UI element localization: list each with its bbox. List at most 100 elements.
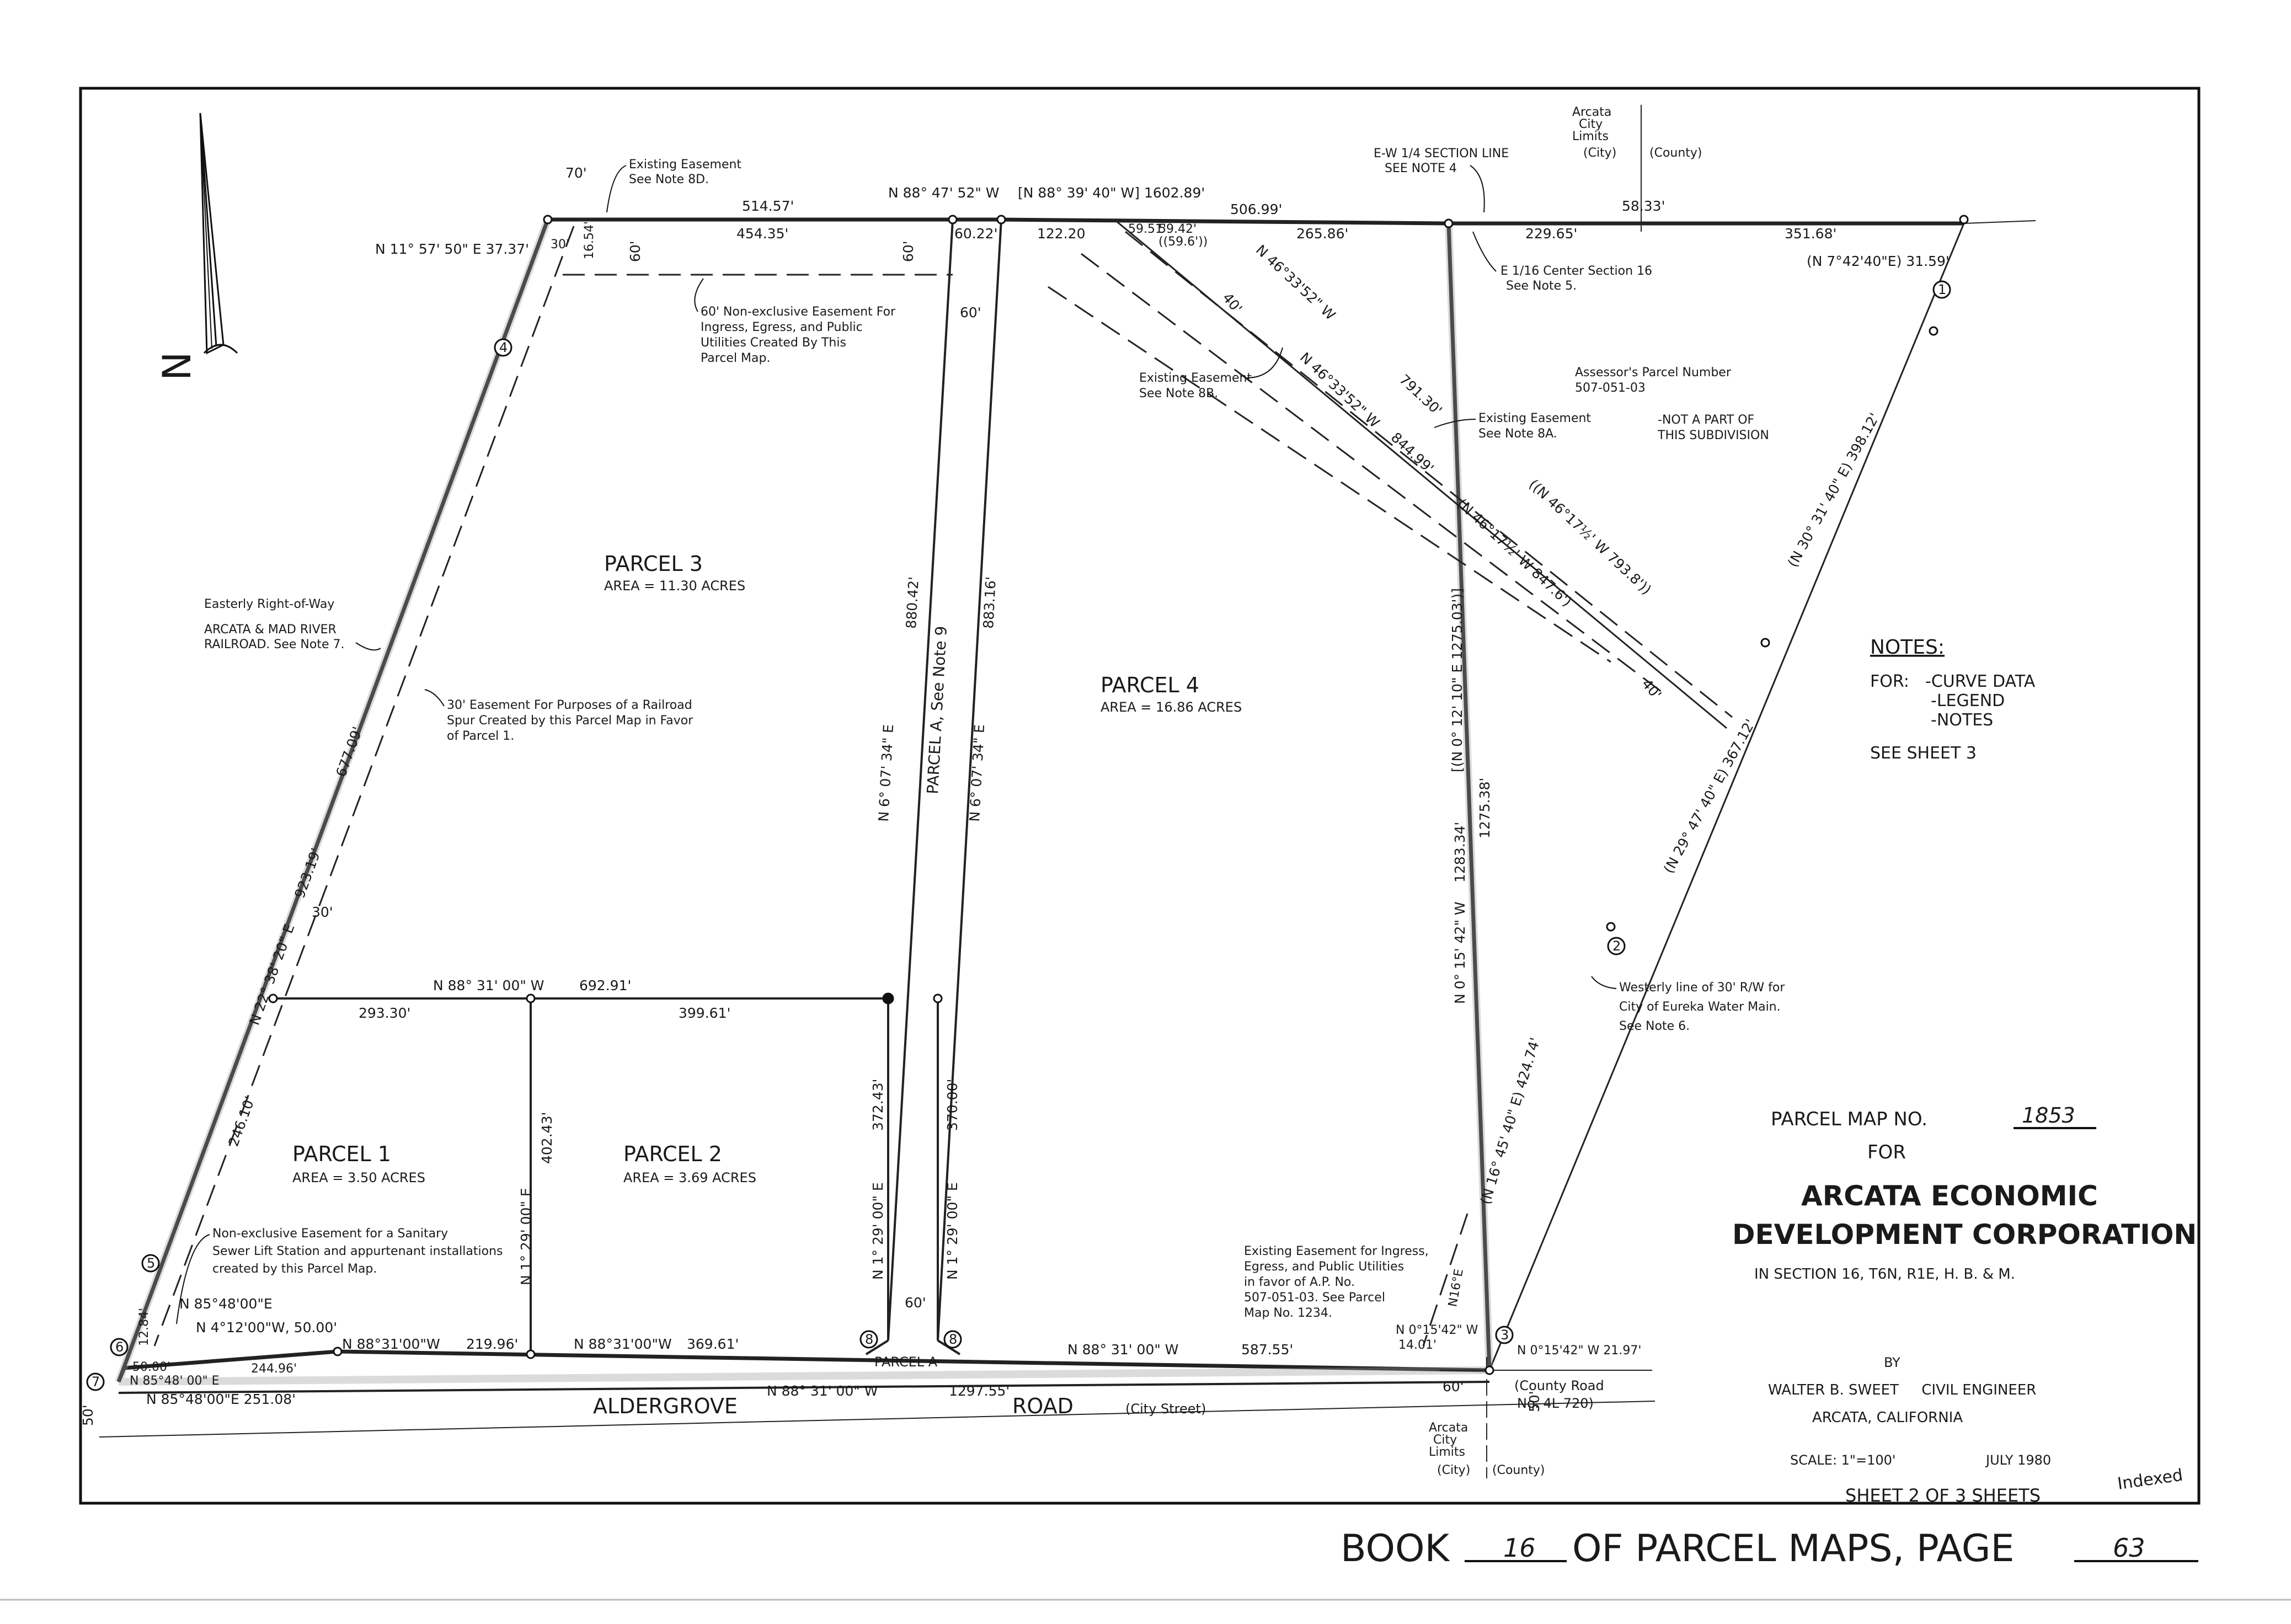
dimensions-s-main: N 88° 31' 00" W (767, 1383, 878, 1399)
parcel-2-area: AREA = 3.69 ACRES (623, 1170, 756, 1185)
annotations-easement-ingress-0: Existing Easement for Ingress, (1244, 1244, 1429, 1258)
dimensions-s-bearing2: N 88°31'00"W (574, 1336, 672, 1352)
title-block: PARCEL MAP NO. 1853 FOR ARCATA ECONOMIC … (1732, 1103, 2197, 1506)
annotations-rr-row-2: RAILROAD. See Note 7. (204, 638, 344, 651)
notes-items-2: -NOTES (1931, 710, 1993, 730)
annotation-water-main: Westerly line of 30' R/W for City of Eur… (1591, 976, 1785, 1033)
dimensions-top-26586: 265.86' (1296, 226, 1348, 242)
annotations-rr-row-0: Easterly Right-of-Way (204, 597, 334, 611)
north-arrow: N (154, 113, 238, 381)
dimensions-pa-bearing1: N 6° 07' 34" E (875, 724, 896, 822)
dimensions-d-60c: 60' (960, 304, 981, 320)
county-road: (County Road (1514, 1378, 1604, 1393)
dimensions-pa-bearing2: N 6° 07' 34" E (966, 724, 987, 822)
title-block-section: IN SECTION 16, T6N, R1E, H. B. & M. (1754, 1266, 2015, 1283)
annotations-assessor-2: -NOT A PART OF (1658, 413, 1754, 427)
title-block-by: BY (1884, 1355, 1900, 1370)
annotations-easement-8b-0: Existing Easement (1139, 371, 1252, 385)
dimensions-ne-367: (N 29° 47' 40" E) 367.12' (1660, 717, 1759, 876)
book-line: BOOK 16 OF PARCEL MAPS, PAGE 63 (1341, 1527, 2198, 1570)
annotations-assessor-0: Assessor's Parcel Number (1575, 366, 1732, 380)
interior-lines (99, 219, 2036, 1438)
points-4: 5 (147, 1256, 155, 1271)
title-block-org2: DEVELOPMENT CORPORATION (1732, 1219, 2197, 1251)
dimensions-p2-bearing: N 1° 29' 00" E (518, 1188, 534, 1285)
dimensions-d-60d: 60' (905, 1295, 926, 1311)
dimensions-diag1: N 46°33'52" W (1253, 242, 1339, 323)
annotation-easement-8d: Existing Easement See Note 8D. (606, 158, 741, 213)
annotations-rr-spur-0: 30' Easement For Purposes of a Railroad (447, 698, 692, 712)
dimensions-pa-b4: N 1° 29' 00" E (944, 1182, 960, 1280)
annotations-assessor-1: 507-051-03 (1575, 381, 1646, 395)
title-block-scale: SCALE: 1"=100' (1790, 1452, 1895, 1468)
map-number: 1853 (2022, 1103, 2075, 1128)
dimensions-se-60: 60' (1443, 1379, 1464, 1395)
county-road-no: No. 4L 720) (1517, 1396, 1594, 1411)
map-border (79, 87, 2201, 1505)
annotations-section-line-1: SEE NOTE 4 (1385, 162, 1457, 175)
north-letter: N (154, 352, 200, 381)
parcel-3-label: PARCEL 3 (604, 552, 703, 576)
dimensions-sw-1284: 12.84' (137, 1308, 151, 1346)
dimensions-east-1283: 1283.34' (1452, 822, 1468, 883)
points-0: 1 (1938, 282, 1946, 297)
dimensions-pa-883: 883.16' (980, 576, 999, 629)
notes-for: FOR: (1870, 672, 1909, 691)
annotations-easement-8b-1: See Note 8B. (1139, 387, 1218, 400)
point-5: 5 (141, 1254, 160, 1273)
page-number: 63 (2113, 1533, 2145, 1563)
road-name-2: ROAD (1012, 1394, 1074, 1418)
dimensions-mid-692: 692.91' (579, 977, 631, 993)
annotations-assessor-3: THIS SUBDIVISION (1657, 429, 1769, 442)
dimensions-s-1401: 14.01' (1398, 1338, 1436, 1352)
road-type: (City Street) (1125, 1401, 1206, 1417)
indexed-stamp: Indexed (2116, 1466, 2184, 1494)
dimensions-s-bearing1: N 88°31'00"W (342, 1336, 440, 1352)
parcel-3-area: AREA = 11.30 ACRES (604, 578, 745, 594)
dimensions-top-22965: 229.65' (1525, 226, 1577, 242)
annotations-easement-ingress-2: in favor of A.P. No. (1244, 1275, 1355, 1289)
points-3: 4 (499, 340, 508, 355)
point-8a: 8 (859, 1330, 878, 1349)
dimensions-west-bearing: N 22° 38' 20" E (246, 922, 297, 1027)
dimensions-d-60b: 60' (900, 241, 916, 262)
point-8b: 8 (943, 1330, 962, 1349)
dimensions-s-se-bearing: N 0°15'42" W 21.97' (1517, 1344, 1641, 1358)
annotations-easement-ingress-3: 507-051-03. See Parcel (1244, 1291, 1385, 1305)
point-numbers: 1 2 3 4 5 6 7 8 8 (86, 280, 1951, 1391)
annotations-city-limits-bottom-4: (County) (1492, 1463, 1545, 1477)
notes-items-0: -CURVE DATA (1925, 672, 2036, 691)
dimensions-top-12220: 122.20 (1037, 226, 1085, 242)
annotations-city-limits-bottom-1: City (1433, 1433, 1457, 1447)
dimensions-nw-bearing: N 11° 57' 50" E 37.37' (375, 241, 529, 257)
dimensions-top-506: 506.99' (1230, 201, 1282, 217)
points-2: 3 (1500, 1327, 1509, 1343)
annotations-sewer-0: Non-exclusive Easement for a Sanitary (212, 1227, 448, 1241)
diagonal-record-line (1114, 218, 1727, 729)
book-line-book: BOOK (1341, 1527, 1451, 1570)
easement-lines (153, 226, 1733, 1347)
dimensions-top-454: 454.35' (736, 226, 788, 242)
dimensions-se-50: 50' (1526, 1391, 1542, 1412)
points-1: 2 (1612, 938, 1621, 954)
title-block-city: ARCATA, CALIFORNIA (1812, 1409, 1963, 1426)
road-name: ALDERGROVE (593, 1394, 738, 1418)
dimensions-top-70: 70' (565, 165, 587, 181)
dimensions-top-5960: ((59.6')) (1158, 235, 1208, 249)
parcel-2-label: PARCEL 2 (623, 1142, 722, 1166)
title-block-sheet: SHEET 2 OF 3 SHEETS (1845, 1485, 2041, 1506)
annotations-nonex-easement-2: Utilities Created By This (701, 336, 846, 350)
dimensions-s-587: 587.55' (1241, 1342, 1293, 1358)
annotations-sewer-2: created by this Parcel Map. (212, 1262, 377, 1276)
dimensions-top-5951: 59.51' (1128, 222, 1166, 236)
parcel-a-south-label: PARCEL A (874, 1354, 938, 1370)
dimensions-pa-b3: N 1° 29' 00" E (870, 1182, 886, 1280)
annotations-easement-8a-1: See Note 8A. (1478, 427, 1557, 441)
parcel-4-area: AREA = 16.86 ACRES (1101, 699, 1242, 715)
annotations-rr-spur-2: of Parcel 1. (447, 729, 514, 743)
dimensions-sw-85a: N 85°48'00"E (179, 1296, 273, 1312)
dimensions-d-40b: 40' (1638, 676, 1664, 702)
dimensions-d-40a: 40' (1219, 290, 1245, 316)
dimensions-mid-399: 399.61' (679, 1005, 730, 1021)
